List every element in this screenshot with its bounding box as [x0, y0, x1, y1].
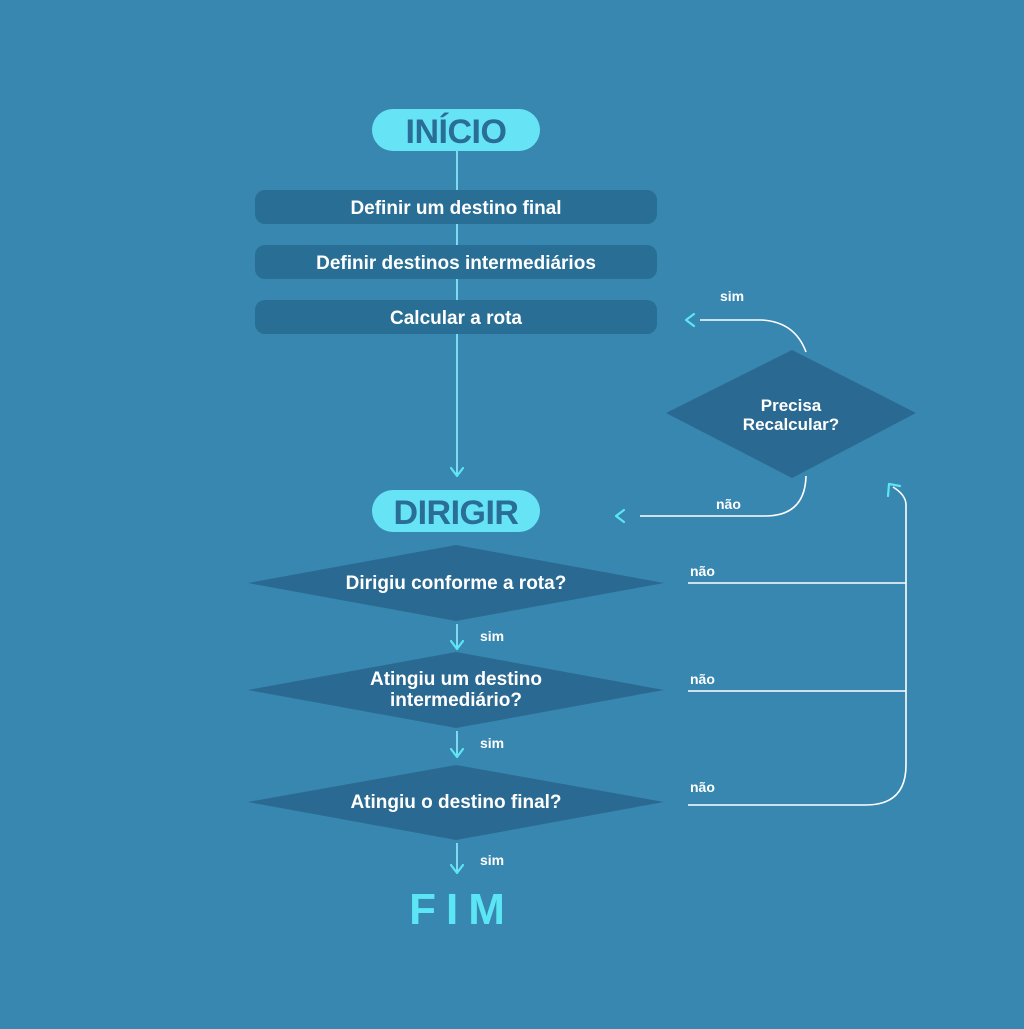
decision-yes-label: sim [480, 628, 504, 644]
return-curve [892, 486, 907, 506]
arrow-down-icon [449, 639, 465, 651]
decision-label-line2: intermediário? [390, 690, 522, 711]
decision-diamond [248, 545, 664, 621]
decision-label-line1: Atingiu um destino [370, 669, 542, 690]
arrow-down-icon [449, 747, 465, 759]
decision-no-label: não [690, 779, 715, 795]
decision-intermediate-reached: Atingiu um destino intermediário? [248, 652, 664, 728]
start-label: INÍCIO [406, 113, 507, 151]
arrow-down-icon [449, 863, 465, 875]
recalc-yes-label: sim [720, 288, 744, 304]
drive-node: DIRIGIR [372, 490, 540, 532]
step-define-intermediate: Definir destinos intermediários [255, 245, 657, 279]
recalc-diamond [666, 350, 916, 478]
decision-no-label: não [690, 563, 715, 579]
decision-no-line [688, 764, 907, 806]
drive-label: DIRIGIR [394, 494, 519, 532]
arrow-up-left-icon [886, 482, 902, 498]
end-label: FIM [409, 885, 515, 934]
start-pill [372, 109, 540, 151]
drive-pill [372, 490, 540, 532]
step-label: Definir destinos intermediários [316, 253, 596, 274]
arrow-down-icon [449, 466, 465, 478]
step-box [255, 245, 657, 279]
arrow-left-icon [684, 312, 696, 328]
decision-diamond [248, 765, 664, 840]
decision-final-reached: Atingiu o destino final? [248, 765, 664, 840]
step-box [255, 300, 657, 334]
recalc-no-label: não [716, 496, 741, 512]
decision-yes-label: sim [480, 735, 504, 751]
step-label: Definir um destino final [350, 198, 561, 219]
step-box [255, 190, 657, 224]
step-label: Calcular a rota [390, 308, 522, 329]
start-node: INÍCIO [372, 109, 540, 151]
step-define-final: Definir um destino final [255, 190, 657, 224]
decision-no-label: não [690, 671, 715, 687]
decision-followed-route: Dirigiu conforme a rota? [248, 545, 664, 621]
arrow-left-icon [614, 508, 626, 524]
recalc-label-line1: Precisa [761, 396, 822, 415]
decision-yes-label: sim [480, 852, 504, 868]
decision-label-line1: Atingiu o destino final? [350, 792, 561, 813]
recalc-decision: Precisa Recalcular? [666, 350, 916, 478]
step-calculate-route: Calcular a rota [255, 300, 657, 334]
decision-diamond [248, 652, 664, 728]
recalc-yes-curve [761, 319, 807, 353]
decision-label-line1: Dirigiu conforme a rota? [346, 573, 567, 594]
recalc-label-line2: Recalcular? [743, 415, 839, 434]
recalc-no-curve [764, 475, 807, 517]
